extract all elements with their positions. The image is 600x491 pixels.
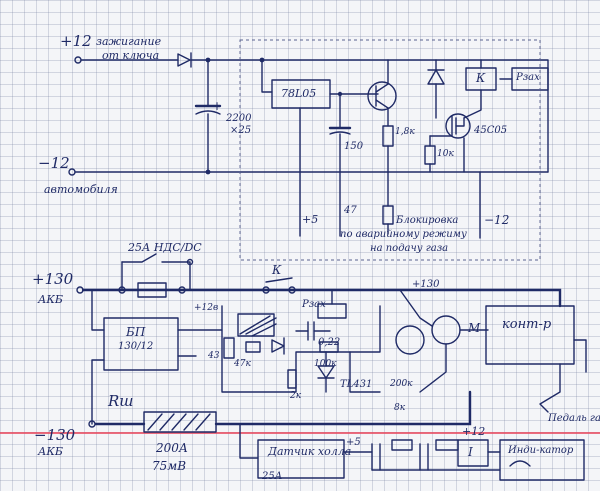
regulator-78l05 xyxy=(259,57,379,173)
lock-text3-label: на подачу газа xyxy=(370,243,449,254)
ignition-input xyxy=(74,56,179,64)
r-2k-label: 2к xyxy=(290,391,302,401)
logic-r-label: 47 xyxy=(344,205,357,216)
bat-pos-label: +130 xyxy=(32,270,74,288)
res-top-label: 1,8к xyxy=(395,127,415,137)
contactor-coil xyxy=(317,289,347,319)
small-capacitor xyxy=(328,91,352,173)
sensor-label: Датчик холла xyxy=(268,445,352,458)
shunt-resistor xyxy=(94,390,472,433)
mosfet xyxy=(429,113,471,173)
res-mid-label: 10к xyxy=(437,149,454,159)
logic-output xyxy=(299,171,481,239)
indicator-block xyxy=(499,439,585,481)
lock-block xyxy=(239,39,541,261)
relay-k xyxy=(463,59,497,119)
r-8k-label: 8к xyxy=(394,403,406,413)
transistor xyxy=(367,59,397,111)
resistor-1k8 xyxy=(382,107,394,235)
input-diode xyxy=(177,52,192,68)
ground-rail xyxy=(68,168,549,176)
motor-label: М xyxy=(468,321,481,335)
cap-main-label: 2200 xyxy=(226,113,252,124)
relay-coil-label: Рзах xyxy=(516,72,540,83)
ignition-text2-label: от ключа xyxy=(102,49,160,62)
r-100k-label: 100к xyxy=(314,359,337,369)
ignition-text-label: зажигание xyxy=(96,35,162,48)
controller-box xyxy=(485,305,587,373)
positive-bus xyxy=(76,286,562,308)
main-capacitor xyxy=(194,57,222,175)
red-margin-line xyxy=(0,432,600,434)
sensor-block xyxy=(239,423,373,479)
bat-pos-unit-label: АКБ xyxy=(38,293,63,306)
relay-coil-box xyxy=(499,67,549,91)
diode-relay xyxy=(427,59,445,119)
neg-12-label: −12 xyxy=(484,213,510,227)
relay-k-label: К xyxy=(272,263,282,277)
sensor-out-label: +5 xyxy=(346,437,361,448)
negative-bus xyxy=(88,420,96,428)
cap-main-v-label: ×25 xyxy=(230,125,252,136)
current-sense-block xyxy=(457,439,501,467)
relay-zah-label: Рзах xyxy=(302,299,326,310)
indicator-label: Инди-катор xyxy=(508,445,574,456)
r-12w-label: +12в xyxy=(194,303,219,313)
regulator-label: 78L05 xyxy=(281,87,317,100)
r-200k-label: 200к xyxy=(390,379,413,389)
r-47k-label: 47к xyxy=(234,359,251,369)
shunt-rating-label: 200А xyxy=(156,441,188,455)
contactor-k xyxy=(262,277,296,294)
tl431-label: TL431 xyxy=(340,379,373,390)
bat-neg-unit-label: АКБ xyxy=(38,445,63,458)
top-rail-wire xyxy=(190,59,549,173)
plus12-bottom-label: +12 xyxy=(462,425,486,438)
dcdc-v-label: 130/12 xyxy=(118,341,154,352)
fuse-label: 25А НДС/DС xyxy=(128,241,202,254)
rshunt-label: Rш xyxy=(108,392,134,410)
cap-022-label: 0,22 xyxy=(318,337,341,348)
cap-small-label: 150 xyxy=(344,141,364,152)
ignition-pos-label: +12 xyxy=(60,32,92,50)
bottom-cap-bank xyxy=(371,439,501,471)
car-neg-label: −12 xyxy=(38,154,70,172)
pedal-label: Педаль газа xyxy=(548,413,600,424)
dcdc-label: БП xyxy=(126,325,146,339)
logic-pos-label: +5 xyxy=(302,213,319,226)
plus130-label: +130 xyxy=(412,279,440,290)
sensor-rating-label: 25А xyxy=(262,471,283,482)
cur-i-label: I xyxy=(468,445,473,459)
car-neg-text-label: автомобиля xyxy=(44,183,118,196)
sense-board xyxy=(221,305,381,393)
bat-neg-label: −130 xyxy=(34,426,76,444)
relay-label: К xyxy=(476,71,486,85)
fuse-switch xyxy=(121,253,194,291)
r-43-label: 43 xyxy=(208,351,220,361)
plus-mark-label: + xyxy=(212,99,223,113)
pedal-wire xyxy=(539,363,561,413)
controller-label: конт-р xyxy=(502,317,552,332)
shunt-mv-label: 75мВ xyxy=(152,459,187,473)
motor-m xyxy=(395,289,489,393)
mosfet-label: 45С05 xyxy=(474,125,508,136)
dcdc-block xyxy=(91,289,223,425)
lock-text2-label: по аварийному режиму xyxy=(340,229,467,240)
resistor-10k xyxy=(424,135,436,173)
lock-text1-label: Блокировка xyxy=(396,215,459,226)
